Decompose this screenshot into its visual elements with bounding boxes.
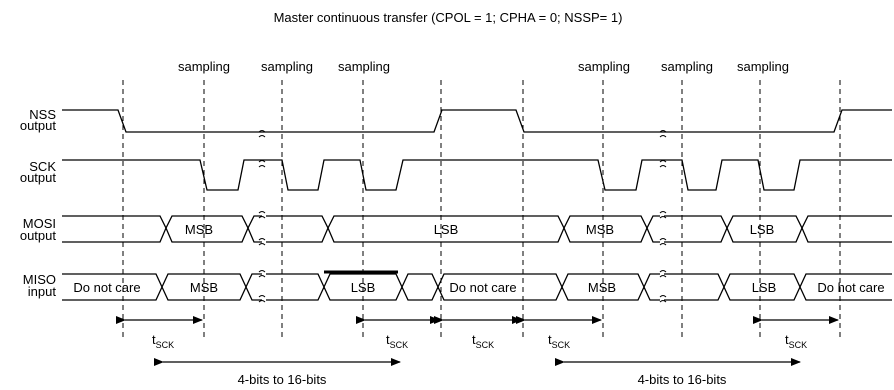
sampling-labels: sampling sampling sampling sampling samp…	[178, 59, 789, 74]
mosi-msb-2: MSB	[586, 222, 614, 237]
nss-label-2: output	[20, 118, 57, 133]
nss-waveform	[62, 109, 892, 133]
diagram-title: Master continuous transfer (CPOL = 1; CP…	[274, 10, 623, 25]
tsck-label-3: tSCK	[472, 332, 494, 350]
miso-msb-1: MSB	[190, 280, 218, 295]
sampling-label-6: sampling	[737, 59, 789, 74]
tsck-label-4-t: t	[548, 332, 552, 347]
mosi-lsb-1: LSB	[434, 222, 459, 237]
sck-label-2: output	[20, 170, 57, 185]
tsck-label-4-sub: SCK	[552, 340, 571, 350]
miso-do-not-care-2: Do not care	[449, 280, 516, 295]
tsck-label-2-t: t	[386, 332, 390, 347]
tsck-label-3-sub: SCK	[476, 340, 495, 350]
tsck-label-1-t: t	[152, 332, 156, 347]
sampling-label-5: sampling	[661, 59, 713, 74]
miso-bit-labels: Do not care MSB LSB Do not care MSB LSB …	[73, 280, 884, 295]
miso-label-1: MISO	[23, 272, 56, 287]
dashed-guides	[122, 80, 841, 338]
miso-waveform	[62, 273, 892, 301]
tsck-label-2: tSCK	[386, 332, 408, 350]
miso-label-2: input	[28, 284, 57, 299]
sampling-label-3: sampling	[338, 59, 390, 74]
miso-do-not-care-1: Do not care	[73, 280, 140, 295]
sampling-label-1: sampling	[178, 59, 230, 74]
tsck-label-4: tSCK	[548, 332, 570, 350]
sck-waveform	[62, 159, 892, 191]
mosi-waveform	[62, 215, 892, 243]
miso-do-hot-care: Do hot care	[817, 280, 884, 295]
tsck-label-2-sub: SCK	[390, 340, 409, 350]
mosi-msb-1: MSB	[185, 222, 213, 237]
mosi-bit-labels: MSB LSB MSB LSB	[185, 222, 774, 237]
frame-length-label-2: 4-bits to 16-bits	[638, 372, 727, 387]
tsck-label-5-t: t	[785, 332, 789, 347]
miso-lsb-2: LSB	[752, 280, 777, 295]
mosi-label-2: output	[20, 228, 57, 243]
signal-labels: NSS output SCK output MOSI output MISO i…	[20, 107, 57, 299]
tsck-label-1-sub: SCK	[156, 340, 175, 350]
sampling-label-4: sampling	[578, 59, 630, 74]
miso-lsb-1: LSB	[351, 280, 376, 295]
nss-label-1: NSS	[29, 107, 56, 122]
tsck-label-1: tSCK	[152, 332, 174, 350]
sck-label-1: SCK	[29, 159, 56, 174]
mosi-lsb-2: LSB	[750, 222, 775, 237]
tsck-label-3-t: t	[472, 332, 476, 347]
frame-length-label-1: 4-bits to 16-bits	[238, 372, 327, 387]
tsck-label-5-sub: SCK	[789, 340, 808, 350]
mosi-label-1: MOSI	[23, 216, 56, 231]
sampling-label-2: sampling	[261, 59, 313, 74]
miso-msb-2: MSB	[588, 280, 616, 295]
tsck-label-5: tSCK	[785, 332, 807, 350]
tsck-labels: tSCK tSCK tSCK tSCK tSCK	[152, 332, 807, 350]
